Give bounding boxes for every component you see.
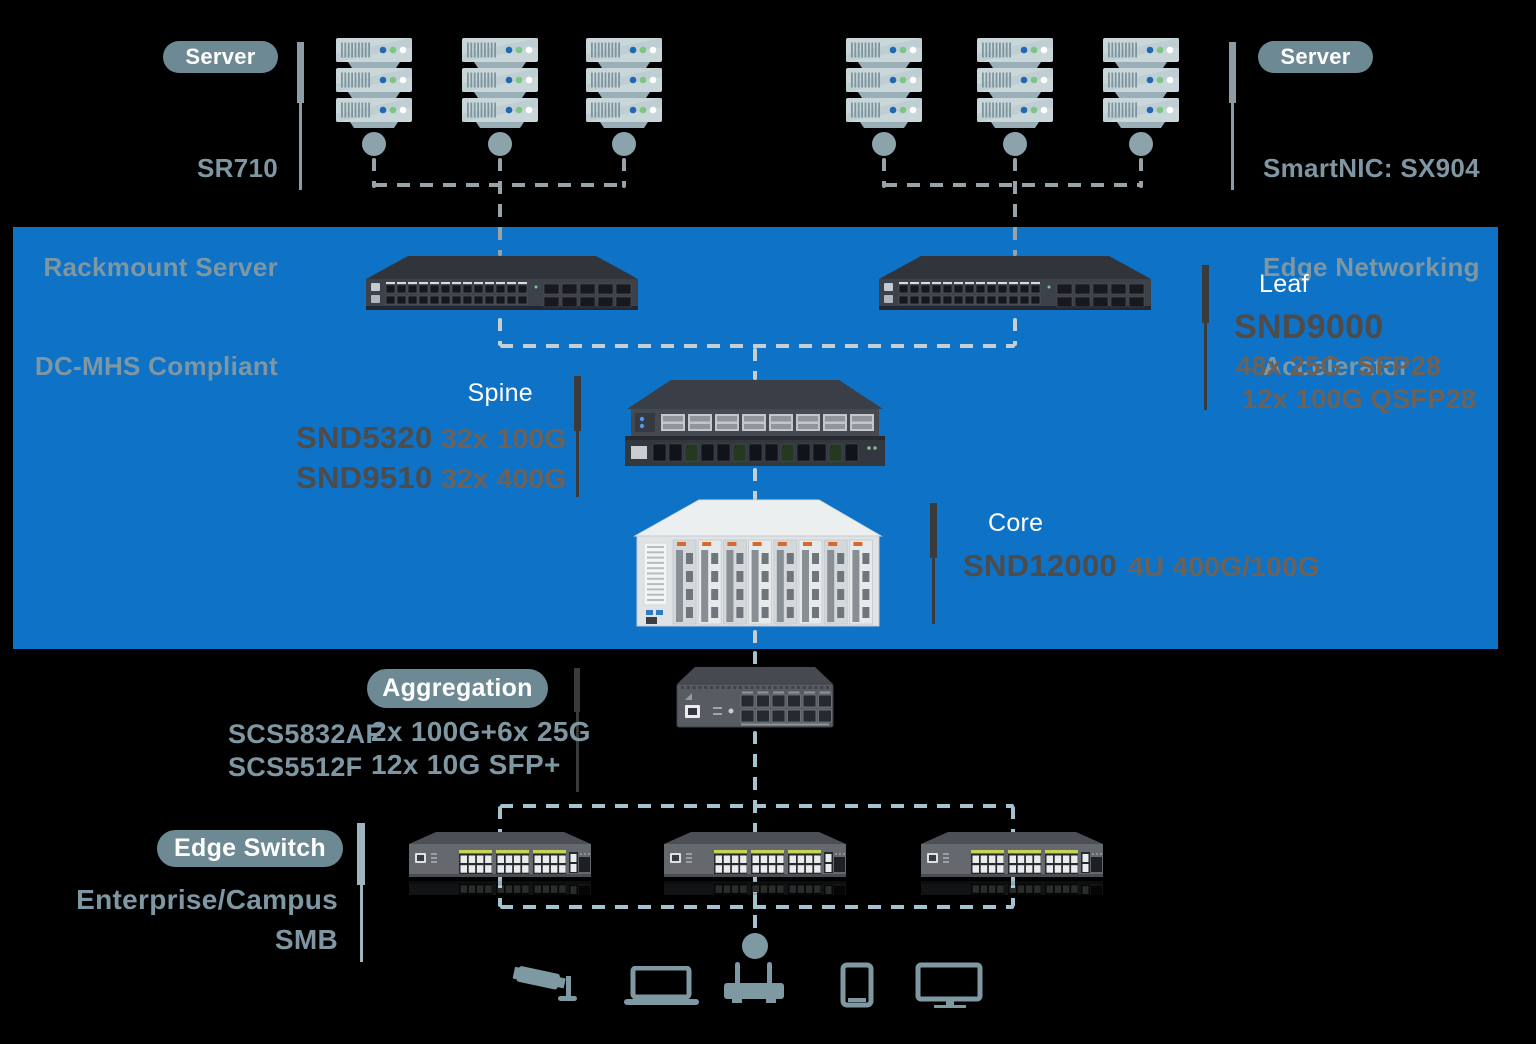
spine-switch-image (625, 378, 885, 470)
link-node (1003, 132, 1027, 156)
leaf-switch-image (877, 254, 1153, 316)
leaf-model: SND9000 (1234, 308, 1384, 346)
link-line (753, 348, 757, 380)
server-left-caption: SR710 Rackmount Server DC-MHS Compliant (20, 86, 278, 449)
leaf-label: Leaf (1259, 270, 1309, 298)
aggregation-model-1: SCS5832AF (228, 719, 383, 749)
link-node (1129, 132, 1153, 156)
link-node (612, 132, 636, 156)
leaf-spec2: 12x 100G QSFP28 (1242, 384, 1477, 414)
link-line (500, 905, 1014, 909)
link-line (1139, 158, 1143, 188)
aggregation-spec-1: 2x 100G+6x 25G (371, 716, 591, 747)
aggregation-model-2: SCS5512F (228, 752, 363, 782)
edge-switch-reflection (409, 879, 591, 895)
spine-spec-2: 32x 400G (441, 463, 567, 494)
link-line (753, 468, 757, 500)
link-line (498, 318, 502, 346)
link-line (372, 158, 376, 188)
spine-spec-1: 32x 100G (441, 423, 567, 454)
core-spec: 4U 400G/100G (1128, 551, 1320, 582)
server-left-line3: DC-MHS Compliant (34, 351, 278, 381)
link-line (1013, 158, 1017, 256)
downlink-node (742, 933, 768, 959)
edge-switch-image (409, 831, 591, 879)
edge-switch-reflection (921, 879, 1103, 895)
server-rack (1103, 38, 1179, 128)
link-line (498, 158, 502, 256)
server-right-badge: Server (1258, 41, 1373, 73)
cctv-camera-icon (512, 960, 584, 1010)
aggregation-switch-image (675, 665, 835, 731)
server-rack (977, 38, 1053, 128)
link-line (500, 344, 1015, 348)
link-line (1013, 318, 1017, 346)
server-rack (336, 38, 412, 128)
leaf-spec1: 48x 25G SFP28 (1236, 351, 1442, 381)
server-left-badge: Server (163, 41, 278, 73)
link-line (882, 158, 886, 188)
edge-line2: SMB (274, 924, 338, 955)
leaf-accent-bar (1202, 265, 1209, 410)
laptop-icon (622, 965, 702, 1006)
server-left-divider (297, 42, 304, 190)
aggregation-spec-2: 12x 10G SFP+ (371, 749, 561, 780)
core-chassis-image (633, 498, 883, 630)
server-rack (586, 38, 662, 128)
core-label: Core (988, 509, 1044, 537)
spine-accent-bar (574, 376, 581, 497)
edge-line1: Enterprise/Campus (76, 884, 338, 915)
server-right-line3: Accelerator (1263, 351, 1410, 381)
smartphone-icon (840, 962, 874, 1008)
server-rack (462, 38, 538, 128)
link-line (374, 183, 624, 187)
spine-label: Spine (467, 379, 533, 407)
edge-switch-reflection (664, 879, 846, 895)
server-rack (846, 38, 922, 128)
core-model: SND12000 (963, 548, 1118, 583)
core-accent-bar (930, 503, 937, 624)
edge-accent-bar (357, 823, 365, 962)
aggregation-badge: Aggregation (367, 669, 548, 708)
link-node (488, 132, 512, 156)
link-node (362, 132, 386, 156)
link-line (500, 804, 1014, 808)
server-right-caption: SmartNIC: SX904 Edge Networking Accelera… (1263, 86, 1533, 449)
aggregation-accent-bar (574, 668, 580, 792)
leaf-switch-image (364, 254, 640, 316)
server-right-line1: SmartNIC: SX904 (1263, 153, 1480, 183)
server-left-model: SR710 (197, 153, 278, 183)
edge-switch-image (664, 831, 846, 879)
server-right-divider (1229, 42, 1236, 190)
link-node (872, 132, 896, 156)
server-right-line2: Edge Networking (1263, 252, 1480, 282)
spine-model-1: SND5320 (296, 420, 433, 455)
server-left-line2: Rackmount Server (43, 252, 278, 282)
link-line (884, 183, 1141, 187)
edge-switch-badge: Edge Switch (157, 830, 343, 867)
link-line (753, 651, 757, 666)
spine-model-2: SND9510 (296, 460, 433, 495)
link-line (753, 630, 757, 649)
edge-switch-image (921, 831, 1103, 879)
desktop-monitor-icon (915, 962, 985, 1008)
wireless-router-icon (723, 962, 785, 1004)
link-line (622, 158, 626, 188)
